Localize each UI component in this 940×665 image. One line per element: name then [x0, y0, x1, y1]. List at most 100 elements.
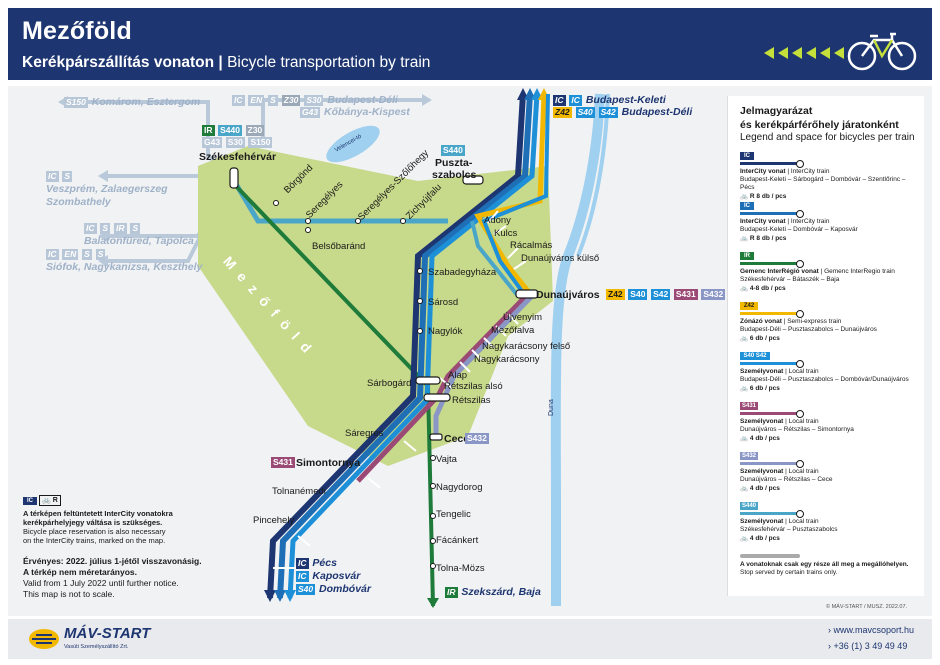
dest-budapest-deli-gray[interactable]: IC EN S Z30 S30 Budapest-Déli — [232, 94, 398, 106]
line-z42-yellow — [474, 93, 547, 293]
reservation-en-1: Bicycle place reservation is also necess… — [23, 527, 166, 536]
dest-pecs[interactable]: IC Pécs — [296, 557, 337, 569]
badge: S — [95, 248, 106, 260]
station-nagylok[interactable]: Nagylók — [428, 326, 463, 337]
legend-bar — [740, 360, 804, 368]
station-dunaujvaros-kulso[interactable]: Dunaújváros külső — [521, 253, 600, 264]
badge: IR — [202, 125, 215, 136]
badge: S432 — [701, 289, 726, 300]
legend-bikes-count: 4 db / pcs — [749, 435, 780, 442]
legend-bikes: 🚲 4 db / pcs — [740, 485, 780, 492]
legend-bikes: 🚲 R 8 db / pcs — [740, 193, 787, 200]
mav-logo-icon — [29, 629, 59, 649]
phone-link[interactable]: › +36 (1) 3 49 49 49 — [828, 641, 907, 651]
badge: S — [62, 170, 73, 182]
dest-kaposvar[interactable]: IC Kaposvár — [296, 570, 360, 582]
station-nagykaracsony[interactable]: Nagykarácsony — [474, 354, 540, 365]
legend-item-s40-s42: S40 S42 Személyvonat | Local train Budap… — [740, 352, 920, 393]
station-nagykaracsony-felso[interactable]: Nagykarácsony felső — [482, 341, 571, 352]
station-saregres[interactable]: Sáregres — [345, 428, 384, 439]
dest-kobanya-kispest[interactable]: G43 Kőbánya-Kispest — [300, 106, 410, 118]
reservation-icons: IC 🚲 R — [23, 495, 223, 506]
station-retszilas[interactable]: Rétszilas — [452, 395, 491, 406]
station-vajta[interactable]: Vajta — [436, 454, 457, 465]
dest-budapest-keleti[interactable]: IC IC Budapest-Keleti — [553, 94, 666, 106]
legend-bar — [740, 510, 804, 518]
badge: S432 — [465, 433, 489, 444]
badge: S30 — [225, 137, 245, 148]
station-pincehely[interactable]: Pincehely — [253, 515, 295, 526]
line-s40-dunaujvaros — [470, 220, 520, 298]
legend-bar — [740, 460, 804, 468]
dest-szekszard-baja[interactable]: IR Szekszárd, Baja — [445, 586, 541, 598]
legend-route: Budapest-Keleti – Dombóvár – Kaposvár — [740, 226, 858, 233]
phone-text: +36 (1) 3 49 49 49 — [833, 641, 908, 651]
legend-res: R — [749, 235, 755, 242]
dest-veszprem[interactable]: Veszprém, Zalaegerszeg — [46, 183, 168, 195]
badge: IC — [569, 94, 582, 106]
legend-icon: Z42 — [740, 302, 758, 310]
logo-subtext: Vasúti Személyszállító Zrt. — [64, 644, 129, 650]
page-subtitle: Kerékpárszállítás vonaton | Bicycle tran… — [22, 54, 430, 72]
badge: G43 — [300, 106, 321, 118]
dest-text: Budapest-Keleti — [585, 94, 666, 106]
website-text: www.mavcsoport.hu — [833, 625, 915, 635]
station-sarbogard[interactable]: Sárbogárd — [367, 378, 412, 389]
station-belsobarand[interactable]: Belsőbaránd — [312, 241, 366, 252]
station-pusztaszabolcs-1[interactable]: Puszta- — [435, 157, 473, 169]
legend-item-ir: IR Gemenc InterRégió vonat | Gemenc Inte… — [740, 252, 920, 293]
scale-hu: A térkép nem méretarányos. — [23, 567, 138, 577]
dest-text: Budapest-Déli — [327, 94, 398, 106]
dest-siofok[interactable]: Siófok, Nagykanizsa, Keszthely — [46, 261, 203, 273]
legend-route: Székesfehérvár – Bátaszék – Baja — [740, 276, 840, 283]
dest-text: Pécs — [312, 557, 337, 569]
scale-en: This map is not to scale. — [23, 589, 115, 599]
dest-komarom[interactable]: S150 Komárom, Esztergom — [64, 96, 200, 108]
station-kulcs[interactable]: Kulcs — [494, 228, 518, 239]
station-pusztaszabolcs-2[interactable]: szabolcs — [432, 169, 477, 181]
station-simontornya[interactable]: Simontornya — [296, 457, 361, 469]
legend-name: Személyvonat — [740, 518, 784, 525]
marker-pusztaszabolcs — [462, 175, 484, 185]
dest-szombathely[interactable]: Szombathely — [46, 196, 111, 208]
website-link[interactable]: › www.mavcsoport.hu — [828, 625, 914, 635]
station-alap[interactable]: Alap — [448, 370, 468, 381]
station-tolna-mozs[interactable]: Tolna-Mözs — [436, 563, 485, 574]
station-ujvenyim[interactable]: Újvenyim — [503, 312, 543, 323]
dest-balatonfured[interactable]: Balatonfüred, Tapolca — [84, 235, 194, 247]
station-tolnanemedi[interactable]: Tolnanémedi — [272, 486, 326, 497]
legend-route: Dunaújváros – Rétszilas – Cece — [740, 476, 833, 483]
dest-budapest-deli[interactable]: Z42 S40 S42 Budapest-Déli — [553, 106, 692, 118]
station-dunaujvaros[interactable]: Dunaújváros — [536, 289, 600, 301]
station-nagydorog[interactable]: Nagydorog — [436, 482, 483, 493]
station-szekesfehervar[interactable]: Székesfehérvár — [199, 151, 277, 163]
station-szabadegyhaza[interactable]: Szabadegyháza — [428, 267, 497, 278]
legend-stop-hu: A vonatoknak csak egy része áll meg a me… — [740, 561, 909, 568]
station-sarosd[interactable]: Sárosd — [428, 297, 459, 308]
badge: S431 — [673, 289, 698, 300]
legend-name: Személyvonat — [740, 418, 784, 425]
legend-bikes-count: 8 db / pcs — [756, 193, 787, 200]
badge: S440 — [441, 145, 465, 156]
dest-text: Kőbánya-Kispest — [324, 106, 410, 118]
station-adony[interactable]: Adony — [484, 215, 511, 226]
dest-dombovar[interactable]: S40 Dombóvár — [296, 583, 371, 595]
arrows-icon — [764, 47, 844, 59]
legend-bar — [740, 210, 804, 218]
station-retszilas-also[interactable]: Rétszilas alsó — [444, 381, 503, 392]
station-tengelic[interactable]: Tengelic — [436, 509, 471, 520]
legend-bikes: 🚲 4 db / pcs — [740, 535, 780, 542]
station-racalmas[interactable]: Rácalmás — [510, 240, 553, 251]
legend-bikes-count: 8 db / pcs — [756, 235, 787, 242]
legend-item-s440: S440 Személyvonat | Local train Székesfe… — [740, 502, 920, 543]
legend-item-ic-pecs: IC InterCity vonat | InterCity train Bud… — [740, 152, 920, 201]
legend-icon: IC — [740, 202, 754, 210]
badge: IR — [114, 222, 127, 234]
header-banner: Mezőföld Kerékpárszállítás vonaton | Bic… — [8, 8, 932, 80]
station-mezofalva[interactable]: Mezőfalva — [491, 325, 535, 336]
station-facankert[interactable]: Fácánkert — [436, 535, 479, 546]
legend-bar — [740, 260, 804, 268]
marker-cece — [429, 433, 443, 441]
badge: G43 — [202, 137, 223, 148]
station-cece[interactable]: Cece — [444, 433, 470, 445]
